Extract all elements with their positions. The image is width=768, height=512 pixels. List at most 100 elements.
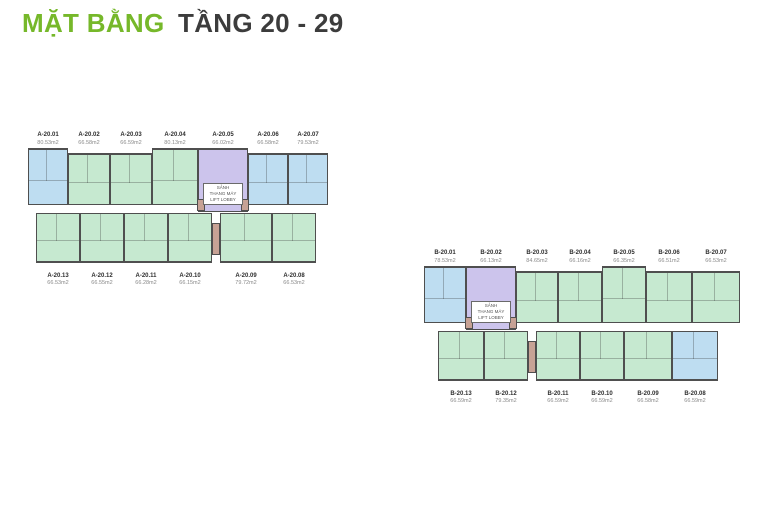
unit-label: A-20.13 66.53m2 [36, 273, 80, 287]
unit-code: A-20.02 [78, 132, 100, 138]
unit-code: B-20.07 [705, 250, 727, 256]
block-b-bottom-labels: B-20.13 66.59m2 B-20.12 79.35m2 B-20.11 … [438, 391, 740, 405]
unit-code: B-20.01 [434, 250, 456, 256]
unit-label: A-20.03 66.59m2 [110, 132, 152, 146]
unit-label: B-20.13 66.59m2 [438, 391, 484, 405]
unit-area: 66.58m2 [78, 139, 100, 146]
unit-b-20-09 [624, 330, 672, 381]
unit-area: 66.35m2 [613, 257, 635, 264]
unit-code: B-20.05 [613, 250, 635, 256]
unit-area: 66.55m2 [91, 280, 113, 287]
core-text: LIFT LOBBY [210, 196, 236, 202]
unit-code: A-20.07 [297, 132, 319, 138]
unit-label: A-20.05 66.02m2 [198, 132, 248, 146]
unit-b-20-11 [536, 330, 580, 381]
unit-label: B-20.12 79.35m2 [484, 391, 528, 405]
unit-a-20-11 [124, 212, 168, 263]
unit-area: 66.58m2 [257, 139, 279, 146]
unit-a-20-04 [152, 147, 198, 205]
unit-code: B-20.03 [526, 250, 548, 256]
stair-core [465, 316, 473, 329]
page-title: MẶT BẰNG TẦNG 20 - 29 [22, 8, 343, 39]
floorplan-block-a: A-20.01 80.53m2 A-20.02 66.58m2 A-20.03 … [28, 132, 328, 287]
unit-b-20-12 [484, 330, 528, 381]
unit-area: 66.53m2 [47, 280, 69, 287]
label-spacer [212, 273, 220, 287]
page-title-floor-range: TẦNG 20 - 29 [178, 8, 344, 38]
unit-a-20-12 [80, 212, 124, 263]
unit-a-20-08 [272, 212, 316, 263]
unit-a-20-01 [28, 147, 68, 205]
unit-area: 66.02m2 [212, 139, 234, 146]
label-spacer [528, 391, 536, 405]
unit-area: 66.59m2 [591, 398, 613, 405]
unit-code: A-20.13 [47, 272, 69, 279]
unit-area: 66.58m2 [637, 398, 659, 405]
stair-core [241, 198, 249, 211]
unit-label: A-20.02 66.58m2 [68, 132, 110, 146]
unit-area: 79.72m2 [235, 280, 257, 287]
unit-area: 66.59m2 [547, 398, 569, 405]
unit-label: B-20.06 66.51m2 [646, 250, 692, 264]
unit-area: 66.53m2 [705, 257, 727, 264]
unit-label: A-20.11 66.28m2 [124, 273, 168, 287]
unit-area: 80.13m2 [164, 139, 186, 146]
unit-code: B-20.09 [637, 390, 659, 397]
unit-area: 66.53m2 [283, 280, 305, 287]
lift-core-a: SẢNH THANG MÁY LIFT LOBBY [197, 147, 249, 212]
unit-area: 66.59m2 [120, 139, 142, 146]
lift-lobby-label: SẢNH THANG MÁY LIFT LOBBY [471, 301, 511, 323]
unit-area: 66.51m2 [658, 257, 680, 264]
unit-label: B-20.10 66.59m2 [580, 391, 624, 405]
page-title-highlight: MẶT BẰNG [22, 8, 165, 38]
unit-label: A-20.01 80.53m2 [28, 132, 68, 146]
unit-label: A-20.07 79.53m2 [288, 132, 328, 146]
block-b-top-labels: B-20.01 78.53m2 B-20.02 66.13m2 B-20.03 … [424, 250, 740, 264]
unit-a-20-06 [248, 152, 288, 205]
unit-b-20-03 [516, 270, 558, 323]
unit-area: 78.53m2 [434, 257, 456, 264]
unit-code: A-20.04 [164, 132, 186, 138]
unit-label: B-20.04 66.16m2 [558, 250, 602, 264]
unit-code: A-20.08 [283, 272, 305, 279]
unit-label: A-20.09 79.72m2 [220, 273, 272, 287]
unit-code: A-20.06 [257, 132, 279, 138]
unit-label: B-20.11 66.59m2 [536, 391, 580, 405]
unit-code: A-20.09 [235, 272, 257, 279]
block-a-bottom-labels: A-20.13 66.53m2 A-20.12 66.55m2 A-20.11 … [36, 273, 328, 287]
unit-label: A-20.10 66.15m2 [168, 273, 212, 287]
unit-code: B-20.06 [658, 250, 680, 256]
unit-label: B-20.05 66.35m2 [602, 250, 646, 264]
unit-a-20-09 [220, 212, 272, 263]
unit-area: 66.13m2 [480, 257, 502, 264]
unit-a-20-10 [168, 212, 212, 263]
unit-code: B-20.12 [495, 390, 517, 397]
stair-core [509, 316, 517, 329]
unit-code: A-20.10 [179, 272, 201, 279]
unit-area: 79.53m2 [297, 139, 319, 146]
unit-label: B-20.02 66.13m2 [466, 250, 516, 264]
unit-b-20-04 [558, 270, 602, 323]
core-text: SẢNH [484, 303, 498, 309]
unit-code: A-20.05 [212, 132, 234, 138]
block-b-top-row: SẢNH THANG MÁY LIFT LOBBY [424, 265, 740, 330]
unit-a-20-07 [288, 152, 328, 205]
unit-label: A-20.04 80.13m2 [152, 132, 198, 146]
unit-label: A-20.12 66.55m2 [80, 273, 124, 287]
unit-label: A-20.08 66.53m2 [272, 273, 316, 287]
unit-b-20-13 [438, 330, 484, 381]
unit-code: A-20.11 [135, 272, 157, 279]
unit-area: 79.35m2 [495, 398, 517, 405]
unit-area: 66.15m2 [179, 280, 201, 287]
unit-code: A-20.01 [37, 132, 59, 138]
unit-area: 84.65m2 [526, 257, 548, 264]
core-text: SẢNH [216, 185, 230, 191]
unit-code: B-20.10 [591, 390, 613, 397]
unit-area: 66.59m2 [450, 398, 472, 405]
unit-code: B-20.04 [569, 250, 591, 256]
stair-core [197, 198, 205, 211]
stair-core [528, 340, 536, 373]
unit-a-20-13 [36, 212, 80, 263]
core-text: THANG MÁY [209, 191, 237, 197]
unit-a-20-02 [68, 152, 110, 205]
